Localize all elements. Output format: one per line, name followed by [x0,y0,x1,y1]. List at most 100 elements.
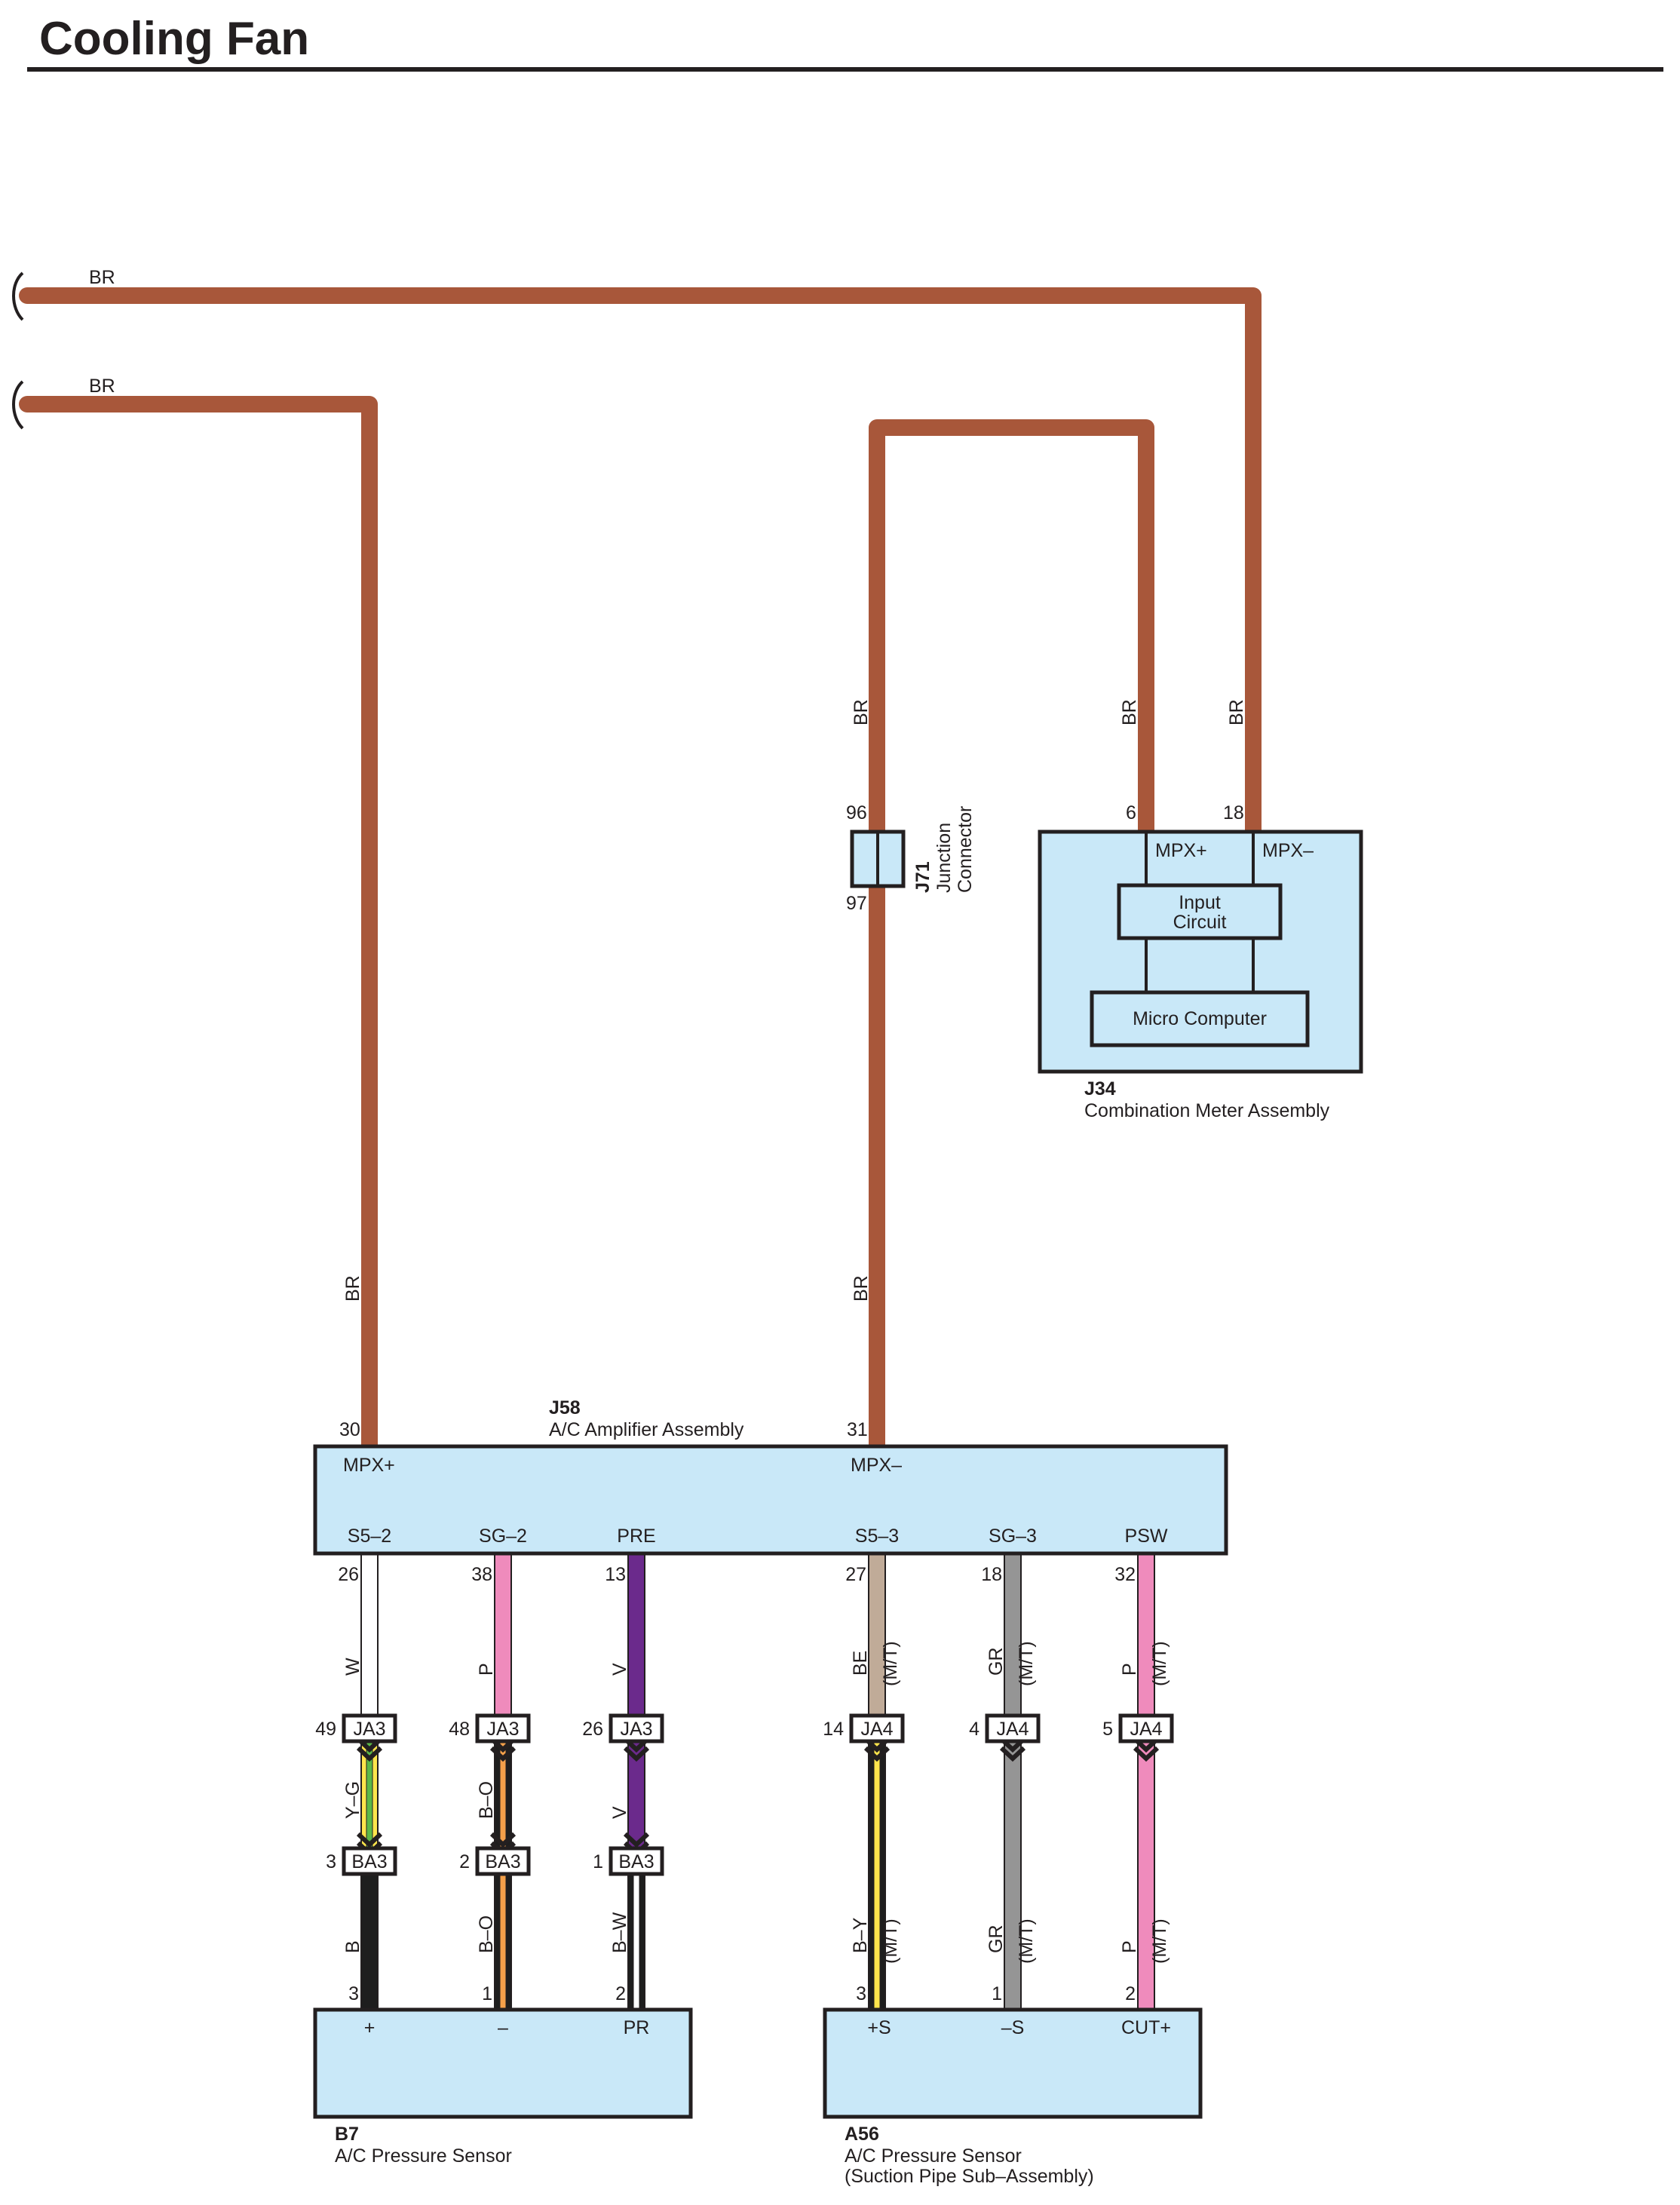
j58-ac-amplifier: J58 A/C Amplifier Assembly 30 31 MPX+ MP… [313,1397,1228,1556]
j58-term-3: S5–3 [855,1526,899,1547]
wire-j58-18 [1004,1553,1022,1716]
j58-term-mpxp: MPX+ [343,1455,395,1476]
a56-ac-pressure-sensor: A56 A/C Pressure Sensor (Suction Pipe Su… [823,2007,1203,2187]
ba3-connector-2: BA3 1 [593,1846,664,1876]
ja4-connector-3-label: JA4 [860,1719,893,1740]
ba3-connector-0-label: BA3 [351,1851,387,1872]
ja3-connector-1: JA3 48 [449,1713,531,1743]
j34-micro-computer: Micro Computer [1133,1008,1267,1029]
j71-junction-connector: 96 97 J71 Junction Connector [846,802,976,914]
j58-pin-26: 26 [338,1564,359,1585]
wire-label-j58-30: BR [342,1275,363,1302]
ja3-connector-2-label: JA3 [620,1719,652,1740]
wire-label-top-2: BR [89,376,115,397]
wire-label-mid-2: V [609,1806,630,1819]
wire-label-b7-2: B–W [609,1912,630,1953]
wire-j58-38 [494,1553,512,1716]
ja4-connector-4-pin: 4 [969,1719,979,1740]
ja3-connector-0-label: JA3 [353,1719,385,1740]
j58-pin-38: 38 [471,1564,492,1585]
wire-j58-13 [627,1553,645,1716]
wire-label-j58-4: GR [986,1648,1007,1676]
b7-term-pr: PR [624,2017,650,2038]
j34-term-mpxp: MPX+ [1155,840,1207,861]
wire-note-a56-4: (M/T) [1016,1918,1037,1964]
wire-j58-32 [1137,1553,1155,1716]
j58-pin-32: 32 [1114,1564,1136,1585]
a56-pin-5: 2 [1125,1983,1136,2004]
wire-note-a56-5: (M/T) [1149,1918,1170,1964]
wire-layer-top [19,287,1262,1455]
j58-term-4: SG–3 [989,1526,1037,1547]
b7-pin-1: 1 [482,1983,492,2004]
ja3-connector-1-pin: 48 [449,1719,470,1740]
ja4-connector-5-pin: 5 [1102,1719,1113,1740]
a56-term-plus-s: +S [867,2017,891,2038]
wire-label-j58-3: BE [850,1651,871,1676]
ba3-connector-2-label: BA3 [618,1851,654,1872]
ba3-connector-0: BA3 3 [326,1846,397,1876]
wire-j58-26 [360,1553,379,1716]
wire-label-a56-5: P [1119,1940,1140,1953]
ja3-connector-1-label: JA3 [486,1719,519,1740]
j58-name: A/C Amplifier Assembly [549,1419,744,1440]
j58-pin-13: 13 [605,1564,626,1585]
wire-br-top-2 [19,396,378,1455]
a56-name: A/C Pressure Sensor [845,2145,1022,2167]
a56-term-minus-s: –S [1001,2017,1025,2038]
wire-mid-1 [494,1741,512,1848]
wire-a56-5 [1137,1741,1155,2010]
wire-break-symbol-2 [12,380,24,430]
j58-term-mpxm: MPX– [851,1455,902,1476]
ja3-connector-0-pin: 49 [315,1719,336,1740]
j34-input-circuit-1: Input [1179,892,1221,913]
ja4-connector-3: JA4 14 [823,1713,905,1743]
wire-br-mpx-loop [869,419,1154,1455]
ja4-connector-4: JA4 4 [969,1713,1041,1743]
wire-label-top-1: BR [89,267,115,288]
wire-layer-bottom: WY–GB3JA349BA33PB–OB–O1JA348BA32VVB–W2JA… [315,1553,1174,2010]
j58-pin-31: 31 [847,1419,868,1440]
j58-term-1: SG–2 [479,1526,527,1547]
wire-j58-27 [868,1553,886,1716]
b7-ac-pressure-sensor: B7 A/C Pressure Sensor + – PR [313,2007,693,2167]
wire-label-a56-4: GR [986,1925,1007,1954]
j34-name: Combination Meter Assembly [1084,1100,1330,1121]
wire-label-j58-5: P [1119,1663,1140,1676]
b7-id: B7 [335,2124,359,2145]
ja4-connector-4-label: JA4 [996,1719,1029,1740]
ba3-connector-0-pin: 3 [326,1851,336,1872]
ja4-connector-3-pin: 14 [823,1719,844,1740]
a56-id: A56 [845,2124,879,2145]
page-title: Cooling Fan [39,13,309,65]
wire-label-mid-1: B–O [476,1781,497,1819]
b7-pin-2: 2 [615,1983,626,2004]
j58-id: J58 [549,1397,581,1418]
wire-a56-3 [868,1741,886,2010]
j71-name2: Connector [955,806,976,893]
wire-label-j58-31: BR [851,1275,872,1302]
j34-input-circuit-2: Circuit [1173,912,1227,933]
j58-pin-27: 27 [845,1564,866,1585]
wire-label-b7-1: B–O [476,1915,497,1953]
j58-pin-30: 30 [339,1419,360,1440]
b7-term-minus: – [498,2017,508,2038]
j58-term-2: PRE [617,1526,655,1547]
wire-label-j58-1: P [476,1663,497,1676]
wire-label-mid-0: Y–G [342,1781,363,1819]
j58-pin-18: 18 [981,1564,1002,1585]
j34-id: J34 [1084,1078,1116,1099]
j71-pin-97: 97 [846,893,867,914]
wire-a56-4 [1004,1741,1022,2010]
wire-label-j58-2: V [609,1663,630,1676]
j34-combination-meter: 6 18 MPX+ MPX– Input Circuit Micro Compu… [1038,802,1363,1121]
a56-pin-3: 3 [856,1983,866,2004]
b7-term-plus: + [364,2017,376,2038]
j71-id: J71 [912,861,934,893]
ba3-connector-2-pin: 1 [593,1851,603,1872]
ja3-connector-0: JA3 49 [315,1713,397,1743]
ba3-connector-1-label: BA3 [485,1851,520,1872]
